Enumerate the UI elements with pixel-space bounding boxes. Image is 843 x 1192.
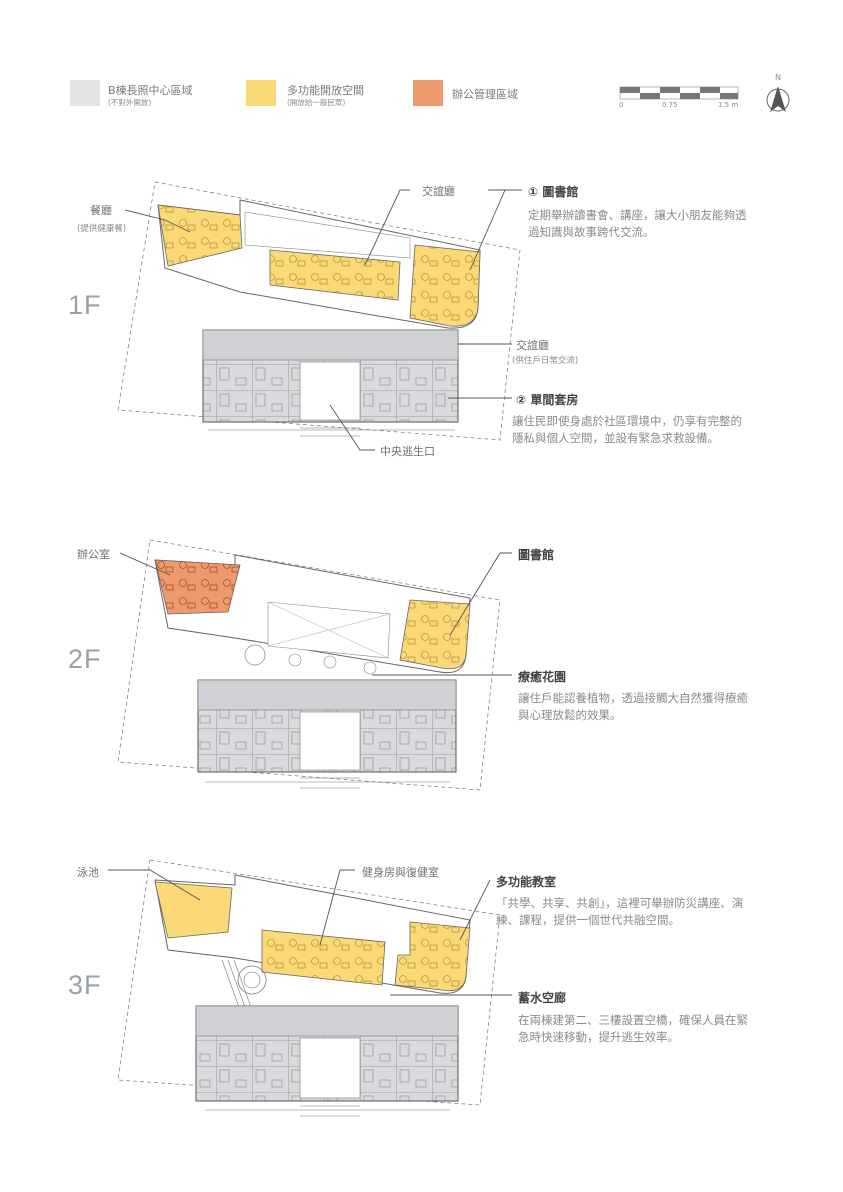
floor-label-2f: 2F xyxy=(68,644,102,674)
classroom-desc-3f: 「共學、共享、共創」，這裡可舉辦防災講座、演練、課程，提供一個世代共融空間。 xyxy=(496,896,744,927)
legend-swatch-open xyxy=(246,80,276,106)
plan-1f xyxy=(117,181,521,441)
library-desc-1f: 定期舉辦讀書會、講座，讓大小朋友能夠透過知識與故事跨代交流。 xyxy=(528,208,747,239)
legend-swatch-office xyxy=(413,80,443,106)
label-dining: 餐廳 xyxy=(90,204,112,217)
library-title-1f: ① 圖書館 xyxy=(528,185,579,199)
scale-tick-1: 0.75 xyxy=(662,101,678,109)
legend-title-care: B棟長照中心區域 xyxy=(108,84,193,97)
scale-tick-2: 1.5 m xyxy=(718,101,739,109)
classroom-title-3f: 多功能教室 xyxy=(496,875,557,889)
label-office: 辦公室 xyxy=(77,548,110,561)
suite-title-1f: ② 單間套房 xyxy=(516,393,579,407)
garden-desc-2f: 讓住戶能認養植物，透過接觸大自然獲得療癒與心理放鬆的效果。 xyxy=(518,691,748,722)
legend-title-office: 辦公管理區域 xyxy=(452,88,518,101)
library-title-2f: 圖書館 xyxy=(518,548,555,562)
north-label: N xyxy=(775,73,781,82)
plan-3f xyxy=(117,859,501,1117)
label-dining-sub: (提供健康餐) xyxy=(77,224,127,234)
floor-label-1f: 1F xyxy=(68,290,102,320)
legend-swatch-care xyxy=(70,80,100,106)
legend-sub-open: (開放給一般民眾) xyxy=(287,98,346,107)
label-central-exit: 中央逃生口 xyxy=(380,445,435,458)
legend-title-open: 多功能開放空間 xyxy=(287,84,364,97)
plan-2f xyxy=(117,539,501,791)
suite-desc-1f: 讓住民即使身處於社區環境中，仍享有完整的隱私與個人空間，並設有緊急求救設備。 xyxy=(512,414,742,445)
bridge-desc-3f: 在兩棟建第二、三樓設置空橋，確保人員在緊急時快速移動，提升逃生效率。 xyxy=(518,1013,748,1044)
label-lounge-top: 交誼廳 xyxy=(422,185,455,198)
label-lounge-right-sub: (供住戶日常交流) xyxy=(512,356,579,366)
label-pool: 泳池 xyxy=(77,866,99,879)
floor-label-3f: 3F xyxy=(68,970,102,1000)
scale-tick-0: 0 xyxy=(619,101,624,109)
garden-title-2f: 療癒花園 xyxy=(518,670,567,684)
leader-lines xyxy=(108,189,522,996)
bridge-title-3f: 蓄水空廊 xyxy=(518,991,567,1005)
legend-sub-care: (不對外開放) xyxy=(108,98,152,107)
label-gym: 健身房與復健室 xyxy=(362,866,439,879)
label-lounge-right: 交誼廳 xyxy=(516,339,549,352)
